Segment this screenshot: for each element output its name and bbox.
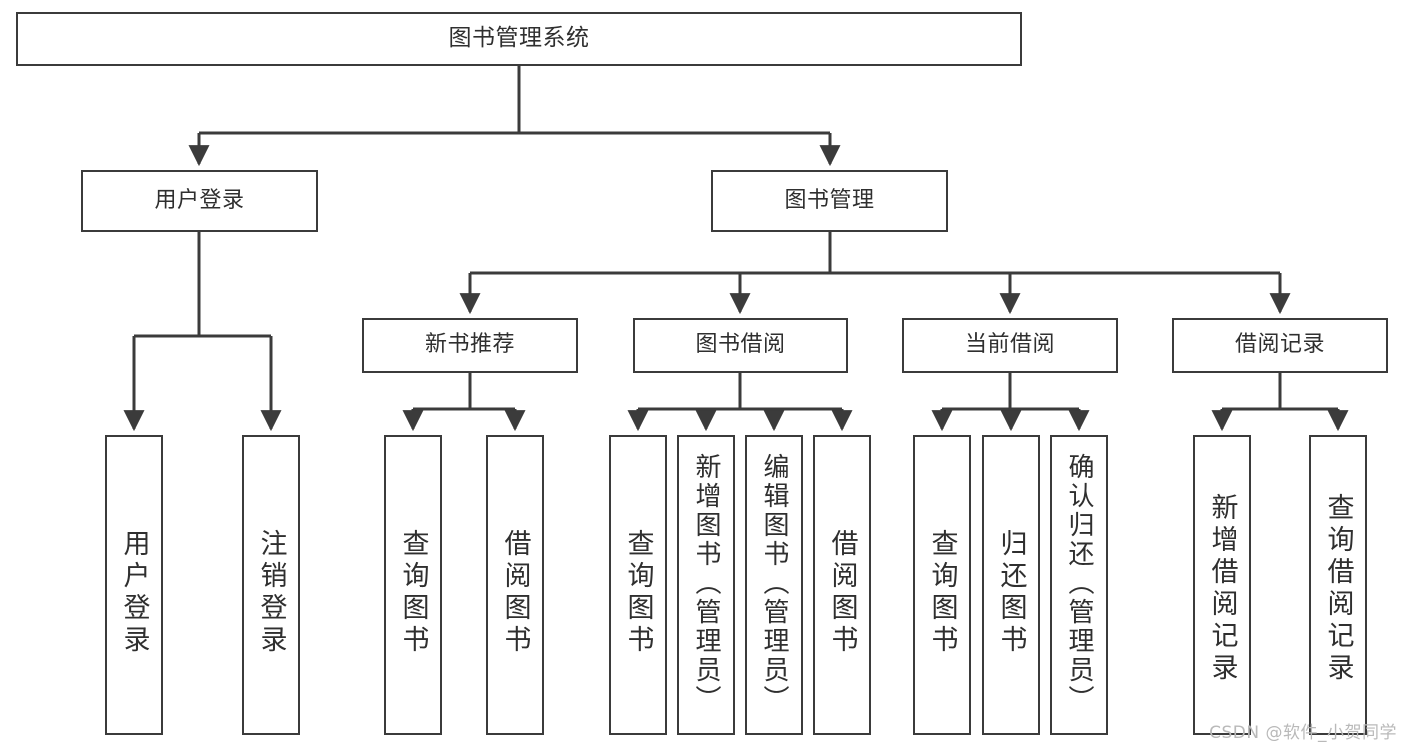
- node-label: 新书推荐: [424, 332, 515, 358]
- node-current-borrow[interactable]: 当前借阅: [902, 318, 1118, 373]
- node-book-management[interactable]: 图书管理: [711, 170, 948, 232]
- leaf-current-borrow-confirm[interactable]: 确认归还（管理员）: [1050, 435, 1108, 735]
- node-label: 借阅图书: [499, 529, 531, 657]
- node-label: 借阅图书: [826, 529, 858, 657]
- node-label: 新增借阅记录: [1206, 493, 1238, 685]
- leaf-book-borrow-borrow[interactable]: 借阅图书: [813, 435, 871, 735]
- node-label: 当前借阅: [964, 332, 1055, 358]
- node-label: 确认归还（管理员）: [1064, 453, 1094, 714]
- node-label: 借阅记录: [1234, 332, 1325, 358]
- leaf-user-login-logout[interactable]: 注销登录: [242, 435, 300, 735]
- node-label: 用户登录: [154, 187, 245, 213]
- leaf-book-borrow-edit[interactable]: 编辑图书（管理员）: [745, 435, 803, 735]
- node-user-login[interactable]: 用户登录: [81, 170, 318, 232]
- leaf-book-borrow-query[interactable]: 查询图书: [609, 435, 667, 735]
- leaf-borrow-record-add[interactable]: 新增借阅记录: [1193, 435, 1251, 735]
- node-label: 新增图书（管理员）: [691, 453, 721, 714]
- node-label: 查询图书: [926, 529, 958, 657]
- leaf-book-borrow-add[interactable]: 新增图书（管理员）: [677, 435, 735, 735]
- node-label: 编辑图书（管理员）: [759, 453, 789, 714]
- node-label: 归还图书: [995, 529, 1027, 657]
- leaf-new-book-query[interactable]: 查询图书: [384, 435, 442, 735]
- node-label: 图书借阅: [695, 332, 786, 358]
- csdn-watermark: CSDN @软件_小贺同学: [1209, 723, 1397, 743]
- leaf-borrow-record-query[interactable]: 查询借阅记录: [1309, 435, 1367, 735]
- node-label: 图书管理系统: [448, 25, 590, 52]
- node-new-book-recommend[interactable]: 新书推荐: [362, 318, 578, 373]
- node-borrow-record[interactable]: 借阅记录: [1172, 318, 1388, 373]
- leaf-user-login-login[interactable]: 用户登录: [105, 435, 163, 735]
- node-label: 查询图书: [397, 529, 429, 657]
- node-label: 用户登录: [118, 529, 150, 657]
- node-label: 注销登录: [255, 529, 287, 657]
- node-label: 图书管理: [784, 187, 875, 213]
- node-label: 查询图书: [622, 529, 654, 657]
- leaf-current-borrow-return[interactable]: 归还图书: [982, 435, 1040, 735]
- node-label: 查询借阅记录: [1322, 493, 1354, 685]
- leaf-current-borrow-query[interactable]: 查询图书: [913, 435, 971, 735]
- node-root-system[interactable]: 图书管理系统: [16, 12, 1022, 66]
- leaf-new-book-borrow[interactable]: 借阅图书: [486, 435, 544, 735]
- node-book-borrow[interactable]: 图书借阅: [633, 318, 848, 373]
